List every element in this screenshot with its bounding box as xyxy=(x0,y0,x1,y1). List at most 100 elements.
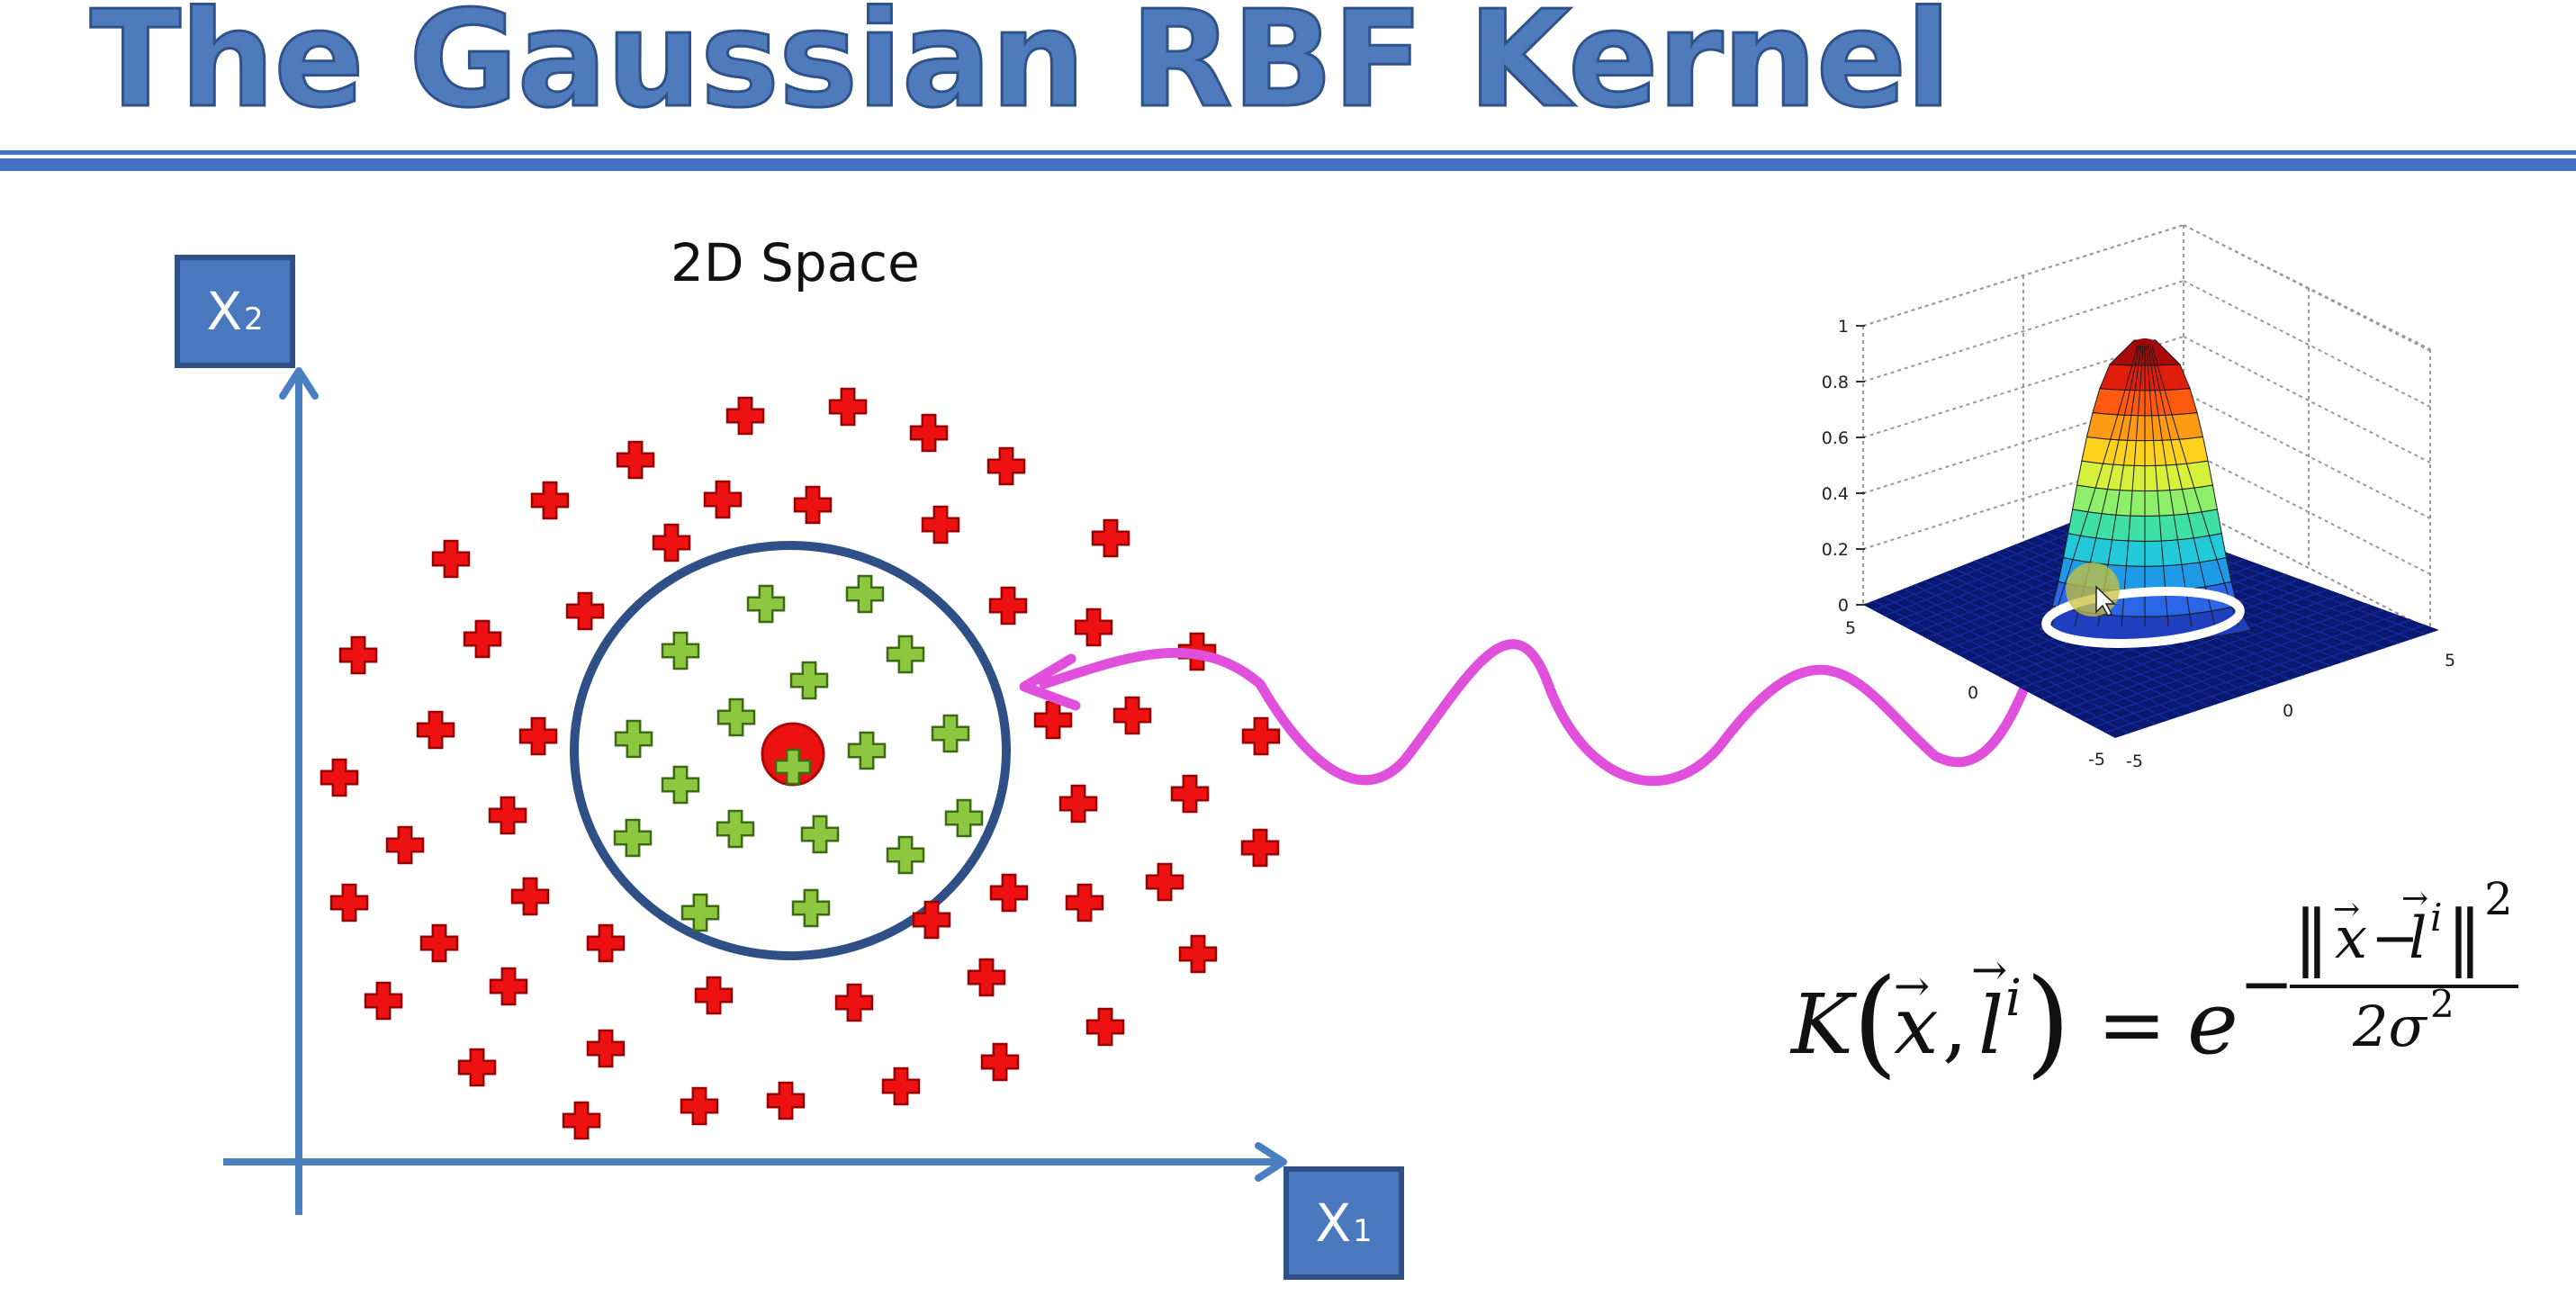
green-point xyxy=(791,888,831,928)
plot-grid-line xyxy=(2183,447,2431,575)
red-point xyxy=(1241,716,1281,756)
red-point xyxy=(703,480,743,519)
floor-grid-line xyxy=(2073,608,2384,717)
green-point xyxy=(746,584,786,624)
red-point xyxy=(1033,700,1073,740)
peak-mesh-line xyxy=(2146,345,2169,627)
red-point xyxy=(694,976,734,1015)
red-point xyxy=(1178,934,1218,974)
red-point xyxy=(1240,828,1280,868)
xy-tick-label: -5 xyxy=(2088,750,2105,770)
xy-tick-label: 5 xyxy=(2445,651,2455,670)
green-point xyxy=(944,798,984,838)
green-point xyxy=(680,893,720,932)
contour-ring xyxy=(2041,587,2245,648)
x2-sub: 2 xyxy=(244,302,264,338)
green-point xyxy=(847,731,887,770)
peak-mesh-line xyxy=(2148,345,2193,627)
floor-grid-line xyxy=(2094,619,2412,728)
red-point xyxy=(1145,862,1184,902)
red-point xyxy=(463,619,502,659)
plot-grid-line xyxy=(1862,336,2184,438)
red-point xyxy=(967,958,1006,997)
red-point xyxy=(980,1042,1020,1082)
z-axis-ticks: 00.20.40.60.81 xyxy=(1822,317,1865,616)
green-point xyxy=(800,814,840,854)
plot-grid-line xyxy=(1862,447,2184,550)
peak-mesh-line xyxy=(2151,345,2239,627)
red-point xyxy=(680,1086,719,1126)
red-point xyxy=(1170,774,1210,814)
plot-grid-line xyxy=(1862,392,2184,494)
red-point xyxy=(431,539,471,579)
green-point xyxy=(661,631,700,670)
plot-grid-line xyxy=(2183,503,2431,631)
red-point xyxy=(1058,784,1098,824)
red-point xyxy=(828,387,868,427)
decision-circle xyxy=(570,541,1011,960)
green-point xyxy=(716,809,755,849)
red-point xyxy=(766,1081,806,1120)
red-point xyxy=(921,505,960,544)
red-point xyxy=(989,873,1029,913)
plot-grid-line xyxy=(1862,280,2184,382)
green-point xyxy=(716,698,756,737)
y-axis-arrowhead xyxy=(279,367,319,400)
xy-tick-label: 5 xyxy=(1845,618,1856,638)
green-point xyxy=(789,661,829,700)
red-point xyxy=(338,635,378,675)
red-point xyxy=(329,883,369,922)
green-point xyxy=(661,765,700,805)
slide-title: The Gaussian RBF Kernel xyxy=(89,0,1953,137)
x-axis-arrowhead xyxy=(1255,1142,1287,1182)
green-point xyxy=(613,818,653,858)
red-point xyxy=(489,967,528,1006)
red-point xyxy=(616,440,655,480)
cursor-pointer-icon xyxy=(2095,585,2116,616)
red-point xyxy=(912,900,951,940)
green-point xyxy=(886,634,925,674)
red-point xyxy=(586,1029,626,1068)
z-tick-label: 0.8 xyxy=(1822,373,1849,392)
z-tick-label: 0.4 xyxy=(1822,484,1849,504)
floor-grid-line xyxy=(2083,614,2398,723)
xy-tick-label: -5 xyxy=(2126,752,2143,771)
red-point xyxy=(1112,696,1152,735)
axes xyxy=(223,367,1287,1215)
red-point xyxy=(562,1101,601,1140)
red-point xyxy=(457,1048,497,1087)
plot-grid-line xyxy=(2183,280,2431,408)
red-point xyxy=(988,586,1028,626)
x1-letter: X xyxy=(1315,1192,1352,1254)
red-point xyxy=(1074,608,1113,647)
red-point xyxy=(793,485,833,525)
peak-mesh-line xyxy=(2121,345,2144,627)
z-tick-label: 0 xyxy=(1838,596,1849,616)
plot-grid-line xyxy=(2183,392,2431,519)
plot-grid-line xyxy=(1862,224,2184,327)
red-point xyxy=(419,923,459,963)
xy-tick-label: 0 xyxy=(1968,683,1978,703)
z-tick-label: 0.6 xyxy=(1822,428,1849,448)
red-point xyxy=(909,413,949,453)
x2-letter: X xyxy=(206,281,243,342)
xy-axis-ticks: 5 0 -5 -5 0 5 xyxy=(1845,618,2455,771)
wavy-arrow-head xyxy=(1019,653,1081,711)
plot-grid-line xyxy=(2183,336,2431,464)
floor-grid-line xyxy=(2104,624,2426,734)
red-point xyxy=(488,796,527,835)
red-point xyxy=(881,1066,921,1106)
xy-tick-label: 0 xyxy=(2283,701,2293,721)
red-point xyxy=(510,877,550,916)
red-point xyxy=(518,716,558,756)
red-point xyxy=(586,923,626,963)
red-point xyxy=(986,446,1026,486)
red-point xyxy=(652,523,691,562)
green-point xyxy=(886,835,925,875)
red-points xyxy=(320,387,1281,1140)
green-point xyxy=(614,719,653,759)
landmark-cross xyxy=(774,748,812,786)
green-points xyxy=(613,574,984,932)
